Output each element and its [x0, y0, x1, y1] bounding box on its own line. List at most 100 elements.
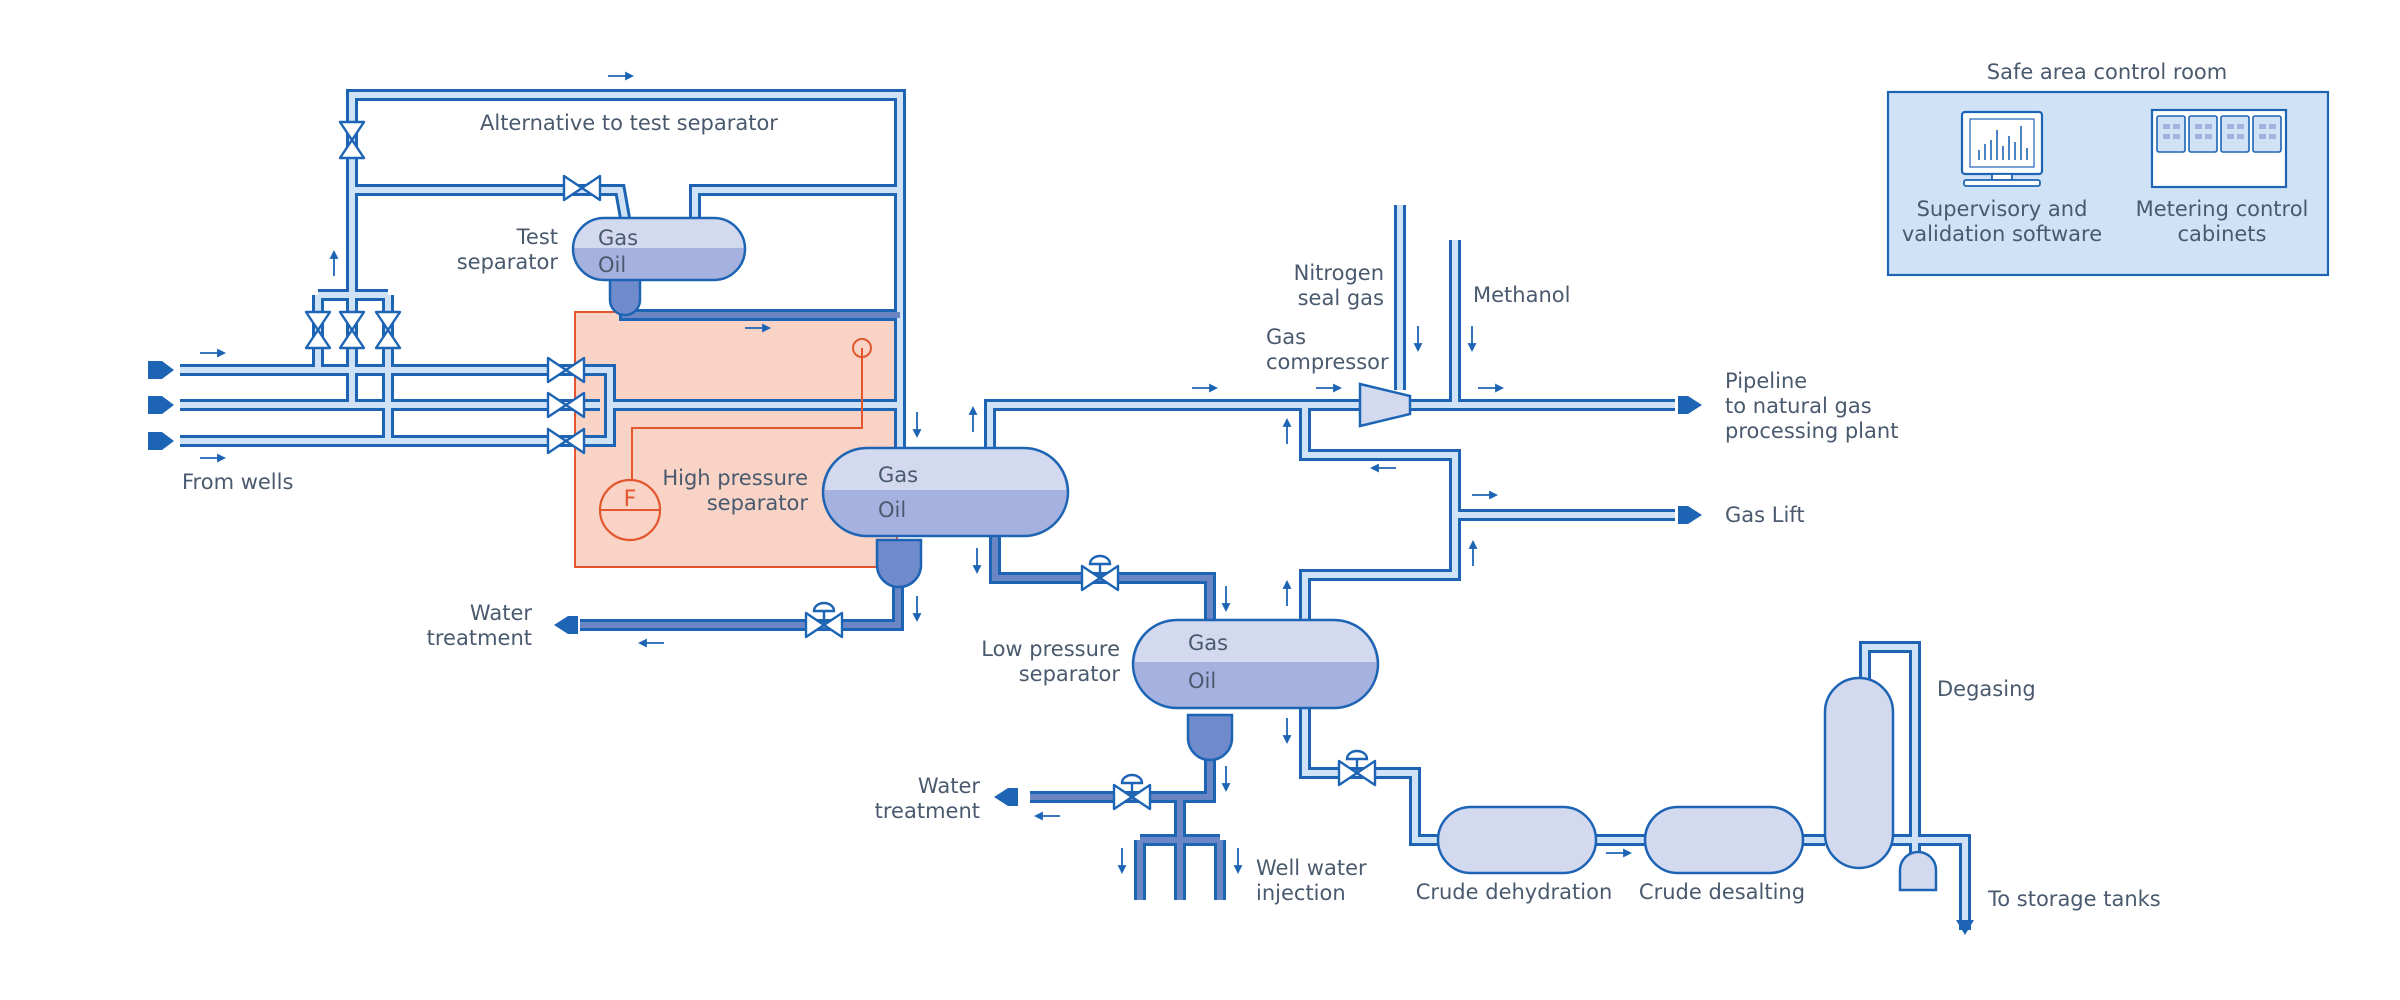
control-room: Safe area control room: [1886, 60, 2330, 277]
lp-separator-label-line1: Low pressure: [981, 637, 1120, 661]
lp-separator-gas-label: Gas: [1188, 631, 1228, 655]
flow-arrow-icon: [1413, 326, 1423, 353]
flow-arrow-icon: [1316, 383, 1343, 393]
from-wells-label: From wells: [182, 470, 293, 494]
flow-arrow-icon: [200, 348, 227, 358]
control-valve-icon: [1337, 749, 1377, 787]
flow-arrow-icon: [1233, 848, 1243, 875]
methanol-label: Methanol: [1473, 283, 1570, 307]
supervisory-software-label-line2: validation software: [1902, 222, 2102, 246]
lp-separator-oil-label: Oil: [1188, 669, 1216, 693]
outflow-arrow-icon: [1678, 506, 1702, 524]
outflow-arrow-icon: [1956, 920, 1974, 935]
bowtie-valve-icon: [304, 310, 332, 350]
metering-cabinets-label-line2: cabinets: [2178, 222, 2267, 246]
svg-text:F: F: [624, 487, 637, 512]
control-valve-icon: [804, 601, 844, 639]
flow-arrow-icon: [1033, 811, 1060, 821]
pipeline-label-line1: Pipeline: [1725, 369, 1807, 393]
flow-arrow-icon: [1282, 417, 1292, 444]
flow-arrow-icon: [972, 548, 982, 575]
test-separator-vessel: Gas Oil: [571, 216, 747, 317]
flow-arrow-icon: [968, 405, 978, 432]
control-room-title: Safe area control room: [1987, 60, 2228, 84]
hp-separator-label-line1: High pressure: [662, 466, 808, 490]
flow-arrow-icon: [1467, 326, 1477, 353]
lp-separator-label-line2: separator: [1019, 662, 1121, 686]
flow-arrow-icon: [745, 323, 772, 333]
bowtie-valve-icon: [338, 120, 366, 160]
storage-tanks-label: To storage tanks: [1987, 887, 2161, 911]
crude-dehydration-vessel: [1436, 805, 1598, 875]
test-separator-label-line2: separator: [457, 250, 559, 274]
inflow-arrow-icon: [148, 396, 174, 414]
terminal-arrows: [148, 361, 1974, 935]
flow-arrow-icon: [912, 596, 922, 623]
flow-meter-icon: F: [598, 478, 662, 542]
flow-arrow-icon: [637, 638, 664, 648]
lp-separator-vessel: Gas Oil: [1131, 618, 1380, 762]
control-valve-icon: [1112, 773, 1152, 811]
server-cabinet-icon: [2150, 108, 2288, 189]
inflow-arrow-icon: [148, 361, 174, 379]
monitor-icon: [1960, 110, 2044, 187]
well-water-injection-label-line2: injection: [1256, 881, 1346, 905]
flow-arrow-icon: [1472, 490, 1499, 500]
flow-arrow-icon: [1282, 718, 1292, 745]
flow-arrow-icon: [1117, 848, 1127, 875]
degasing-pump-icon: [1898, 850, 1938, 892]
flow-arrows: [200, 71, 1633, 875]
hp-separator-vessel: Gas Oil: [821, 446, 1070, 589]
control-valve-icon: [1080, 554, 1120, 592]
crude-dehydration-label: Crude dehydration: [1416, 880, 1613, 904]
flow-arrow-icon: [1468, 539, 1478, 566]
flow-arrow-icon: [912, 412, 922, 439]
well-water-injection-label-line1: Well water: [1256, 856, 1367, 880]
crude-desalting-label: Crude desalting: [1639, 880, 1805, 904]
test-separator-gas-label: Gas: [598, 226, 638, 250]
flow-arrow-icon: [1192, 383, 1219, 393]
gas-compressor-label-line1: Gas: [1266, 325, 1306, 349]
outflow-arrow-icon: [554, 616, 578, 634]
bowtie-valve-icon: [546, 391, 586, 419]
hp-separator-gas-label: Gas: [878, 463, 918, 487]
flow-arrow-icon: [1282, 579, 1292, 606]
flow-arrow-icon: [608, 71, 635, 81]
flow-arrow-icon: [1221, 586, 1231, 613]
lp-water-treatment-label-line1: Water: [918, 774, 980, 798]
degasing-column: [1823, 676, 1895, 870]
pipeline-label-line3: processing plant: [1725, 419, 1898, 443]
bowtie-valve-icon: [546, 356, 586, 384]
flow-arrow-icon: [1606, 848, 1633, 858]
degasing-label: Degasing: [1937, 677, 2036, 701]
hp-water-treatment-label-line2: treatment: [427, 626, 532, 650]
hp-separator-oil-label: Oil: [878, 498, 906, 522]
crude-desalting-vessel: [1643, 805, 1805, 875]
flow-arrow-icon: [1478, 383, 1505, 393]
bowtie-valve-icon: [546, 427, 586, 455]
hp-water-treatment-label-line1: Water: [470, 601, 532, 625]
flow-arrow-icon: [200, 453, 227, 463]
metering-cabinets-label-line1: Metering control: [2136, 197, 2309, 221]
inflow-arrow-icon: [148, 432, 174, 450]
bowtie-valve-icon: [562, 174, 602, 202]
lp-water-treatment-label-line2: treatment: [875, 799, 980, 823]
test-separator-oil-label: Oil: [598, 253, 626, 277]
hp-separator-label-line2: separator: [707, 491, 809, 515]
flow-arrow-icon: [329, 249, 339, 276]
nitrogen-label-line2: seal gas: [1298, 286, 1384, 310]
alternative-separator-label: Alternative to test separator: [480, 111, 778, 135]
supervisory-software-label-line1: Supervisory and: [1917, 197, 2088, 221]
nitrogen-label-line1: Nitrogen: [1294, 261, 1384, 285]
bowtie-valve-icon: [374, 310, 402, 350]
gas-lift-label: Gas Lift: [1725, 503, 1805, 527]
outflow-arrow-icon: [1678, 396, 1702, 414]
outflow-arrow-icon: [994, 788, 1018, 806]
flow-meter-assembly: F: [598, 338, 872, 542]
gas-compressor-label-line2: compressor: [1266, 350, 1389, 374]
compressor-icon: [1358, 382, 1412, 428]
bowtie-valve-icon: [338, 310, 366, 350]
diagram-labels: Alternative to test separator Test separ…: [182, 111, 2161, 911]
